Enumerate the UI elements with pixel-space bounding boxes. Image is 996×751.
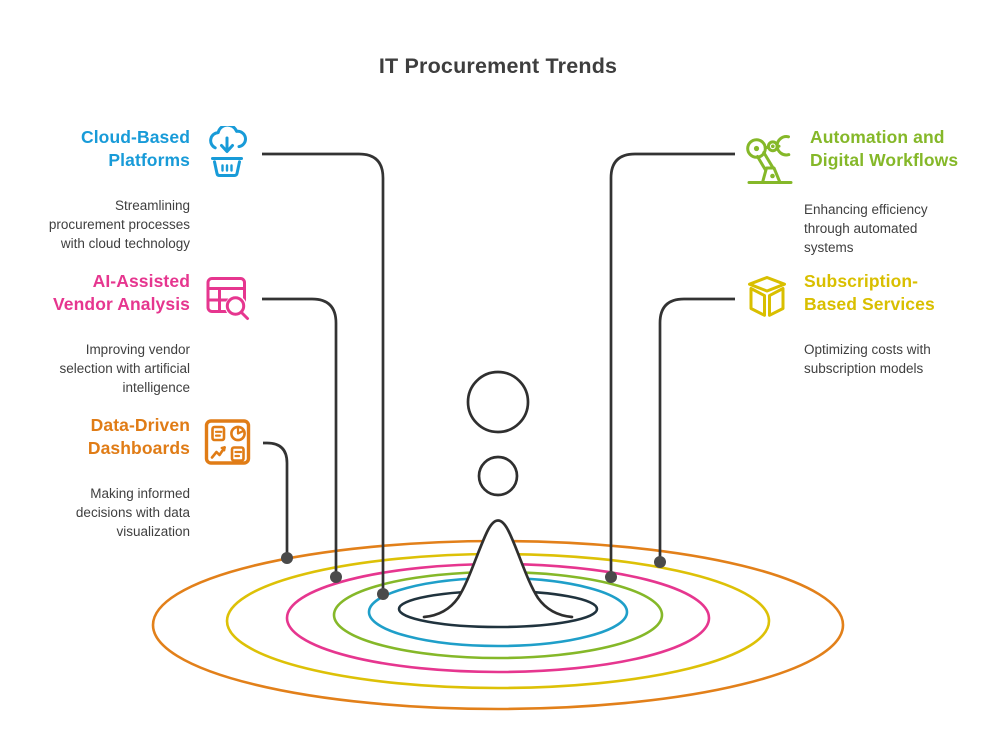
page-title: IT Procurement Trends bbox=[378, 54, 618, 78]
droplet-small-circle bbox=[477, 455, 519, 497]
cloud-download-basket-icon bbox=[202, 123, 252, 184]
item-title-line: AI-Assisted bbox=[92, 271, 190, 291]
connector-line-subscription bbox=[658, 297, 735, 561]
item-title: Subscription- Based Services bbox=[804, 270, 935, 328]
table-magnifier-icon bbox=[202, 270, 252, 328]
item-title-line: Data-Driven bbox=[90, 415, 190, 435]
item-title-line: Cloud-Based bbox=[80, 127, 190, 147]
connector-line-dashboards bbox=[263, 441, 289, 557]
item-title-line: Platforms bbox=[108, 150, 190, 170]
item-description: Optimizing costs with subscription model… bbox=[804, 342, 931, 376]
droplet-large-circle bbox=[466, 370, 530, 434]
splash-peak bbox=[422, 519, 574, 619]
item-title-line: Subscription- bbox=[804, 271, 919, 291]
robot-arm-icon bbox=[742, 126, 798, 188]
connector-dot-cloud bbox=[377, 588, 389, 600]
item-description: Enhancing efficiency through automated s… bbox=[804, 202, 928, 255]
item-title-line: Automation and bbox=[810, 127, 945, 147]
item-title-line: Dashboards bbox=[87, 438, 190, 458]
connector-dot-dashboards bbox=[281, 552, 293, 564]
connector-dot-ai bbox=[330, 571, 342, 583]
connector-line-ai bbox=[262, 297, 338, 576]
trend-item-automation-digital-workflows: Automation and Digital Workflows Enhanci… bbox=[742, 126, 982, 257]
trend-item-ai-assisted-vendor-analysis: AI-Assisted Vendor Analysis Improving ve… bbox=[30, 270, 252, 397]
item-title-line: Vendor Analysis bbox=[52, 294, 190, 314]
item-title: AI-Assisted Vendor Analysis bbox=[53, 270, 190, 328]
connector-dot-subscription bbox=[654, 556, 666, 568]
item-title: Data-Driven Dashboards bbox=[88, 414, 190, 472]
item-description: Streamlining procurement processes with … bbox=[48, 198, 190, 251]
item-title-line: Digital Workflows bbox=[810, 150, 959, 170]
connector-line-cloud bbox=[262, 152, 385, 593]
item-title: Cloud-Based Platforms bbox=[81, 126, 190, 184]
trend-item-data-driven-dashboards: Data-Driven Dashboards Making informed bbox=[30, 414, 252, 541]
trend-item-subscription-based-services: Subscription- Based Services Optimizing … bbox=[742, 270, 982, 378]
dashboard-charts-icon bbox=[202, 414, 252, 472]
connector-line-automation bbox=[609, 152, 735, 576]
item-title-line: Based Services bbox=[804, 294, 935, 314]
item-title: Automation and Digital Workflows bbox=[810, 126, 958, 188]
cube-package-icon bbox=[742, 270, 792, 328]
item-description: Making informed decisions with data visu… bbox=[75, 486, 190, 539]
splash-peak-fill bbox=[430, 519, 566, 617]
trend-item-cloud-based-platforms: Cloud-Based Platforms Streamlining procu… bbox=[30, 123, 252, 253]
item-description: Improving vendor selection with artifici… bbox=[59, 342, 190, 395]
connector-dot-automation bbox=[605, 571, 617, 583]
